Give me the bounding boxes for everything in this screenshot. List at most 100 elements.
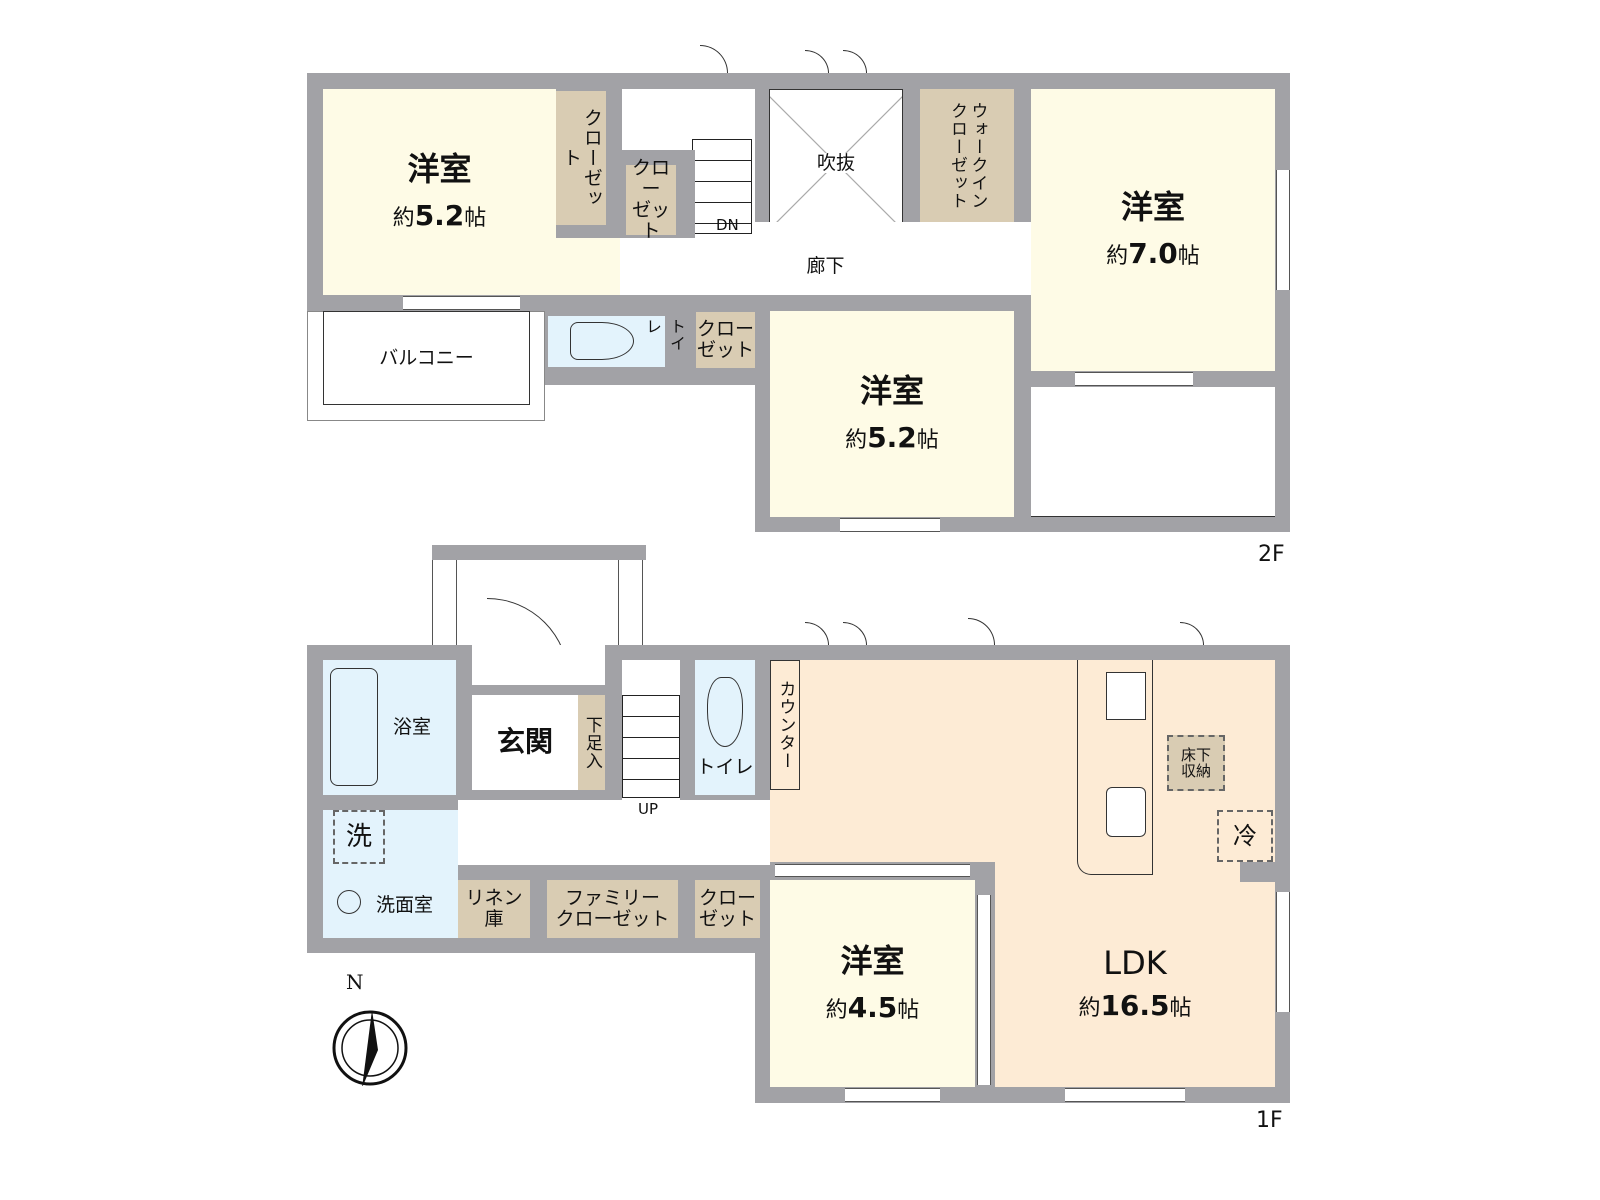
ldk-label: LDK xyxy=(1103,943,1167,982)
hallway-2f: 廊下 xyxy=(620,238,1031,295)
ldk-label-group: LDK 約16.5帖 xyxy=(995,880,1275,1087)
balcony-label: バルコニー xyxy=(379,346,474,369)
hallway-1f: UP xyxy=(458,800,770,865)
toilet-fixture-icon xyxy=(707,677,743,748)
toilet-1f: トイレ xyxy=(695,660,755,795)
door-swing xyxy=(805,622,829,645)
entrance-genkan: 玄関 xyxy=(472,695,578,790)
closet-label-1: クロー xyxy=(698,887,756,910)
washroom: 洗 洗面室 xyxy=(323,810,458,938)
room-name: 洋室 xyxy=(1120,188,1185,226)
room-name: 洋室 xyxy=(859,372,924,410)
window xyxy=(403,296,520,310)
walk-in-closet: ウォークインクローゼット xyxy=(920,89,1014,222)
closet-label-2: ゼット xyxy=(631,199,670,242)
window xyxy=(1276,892,1290,1012)
linen-closet: リネン 庫 xyxy=(458,880,530,938)
hallway-label: 廊下 xyxy=(806,255,845,278)
door-swing xyxy=(700,45,728,73)
closet-stair-2f: クロー ゼット xyxy=(626,158,676,241)
door-swing xyxy=(843,50,867,73)
closet-label: クローゼット xyxy=(560,108,602,208)
walk-in-closet-label: ウォークインクローゼット xyxy=(947,101,988,210)
closet-mid-2f: クロー ゼット xyxy=(696,312,755,368)
room-size: 約5.2帖 xyxy=(845,421,939,455)
underfloor-storage: 床下 収納 xyxy=(1167,735,1225,791)
bathroom: 浴室 xyxy=(323,660,456,795)
stairs-up-label: UP xyxy=(638,800,659,818)
fridge-label: 冷 xyxy=(1233,821,1257,850)
door-swing xyxy=(805,50,829,73)
closet-label-2: ゼット xyxy=(698,908,756,930)
window xyxy=(845,1088,940,1102)
room-western-right-2f: 洋室 約7.0帖 xyxy=(1031,89,1275,371)
stairs-1f xyxy=(622,660,680,800)
window xyxy=(1276,170,1290,290)
floor-label-2f: 2F xyxy=(1258,542,1285,567)
balcony-right-2f xyxy=(1031,387,1275,517)
window xyxy=(840,518,940,532)
sink-icon xyxy=(337,890,361,914)
stair-treads xyxy=(692,139,752,234)
linen-label-1: リネン xyxy=(465,887,523,910)
shoe-cabinet: 下足入 xyxy=(578,695,605,790)
room-size: 約5.2帖 xyxy=(392,199,487,233)
kitchen-sink-icon xyxy=(1106,787,1146,837)
washer-space: 洗 xyxy=(333,810,385,864)
compass xyxy=(332,1010,408,1088)
door-swing xyxy=(843,622,867,645)
porch-roof xyxy=(432,545,646,560)
closet-label-1: クロー xyxy=(696,318,754,341)
door-swing xyxy=(968,618,995,645)
family-closet-label-2: クローゼット xyxy=(555,908,670,930)
room-name: 洋室 xyxy=(840,941,905,980)
window xyxy=(1075,372,1193,386)
room-size: 約7.0帖 xyxy=(1106,237,1200,271)
room-size: 約4.5帖 xyxy=(825,990,920,1024)
counter: カウンター xyxy=(770,660,800,790)
wall-pillar xyxy=(1240,862,1275,882)
toilet-label: トイレ xyxy=(643,318,686,352)
balcony: バルコニー xyxy=(323,311,530,405)
underfloor-label-2: 収納 xyxy=(1180,762,1211,780)
room-western-center-2f: 洋室 約5.2帖 xyxy=(770,311,1014,517)
fridge-space: 冷 xyxy=(1217,810,1273,862)
stair-treads xyxy=(622,695,680,798)
closet-label-2: ゼット xyxy=(696,339,754,361)
toilet-fixture-icon xyxy=(570,322,634,360)
closet-1f: クロー ゼット xyxy=(695,880,760,938)
washroom-label: 洗面室 xyxy=(376,894,434,916)
void-atrium: 吹抜 xyxy=(769,89,903,237)
family-closet: ファミリー クローゼット xyxy=(547,880,678,938)
room-western-left-2f: 洋室 約5.2帖 xyxy=(323,89,556,295)
sliding-partition xyxy=(977,895,991,1085)
stairs-dn-label: DN xyxy=(716,216,739,234)
stove-icon xyxy=(1106,672,1146,720)
room-western-left-ext xyxy=(556,238,620,295)
room-size: 約16.5帖 xyxy=(1078,988,1192,1022)
porch-gap xyxy=(472,645,605,685)
family-closet-label-1: ファミリー xyxy=(564,887,660,910)
hallway-2f-top xyxy=(755,222,1031,242)
porch-post xyxy=(618,560,643,645)
kitchen-counter xyxy=(1077,660,1153,875)
toilet-label: トイレ xyxy=(696,756,754,779)
sliding-partition xyxy=(775,864,970,877)
compass-north-label: N xyxy=(346,970,364,994)
window xyxy=(1065,1088,1185,1102)
entrance-label: 玄関 xyxy=(496,725,553,759)
toilet-2f: トイレ xyxy=(548,316,686,367)
shoe-cabinet-label: 下足入 xyxy=(581,715,602,770)
closet-left-2f: クローゼット xyxy=(556,91,606,225)
bathtub-icon xyxy=(330,668,378,786)
void-label: 吹抜 xyxy=(816,151,855,174)
north-arrow-icon xyxy=(332,1010,408,1088)
linen-label-2: 庫 xyxy=(484,908,504,930)
porch-post xyxy=(432,560,457,645)
counter-label: カウンター xyxy=(775,680,796,770)
bath-label: 浴室 xyxy=(393,716,432,738)
room-western-1f: 洋室 約4.5帖 xyxy=(770,880,975,1087)
closet-label-1: クロー xyxy=(631,157,670,201)
underfloor-label-1: 床下 xyxy=(1180,745,1211,764)
